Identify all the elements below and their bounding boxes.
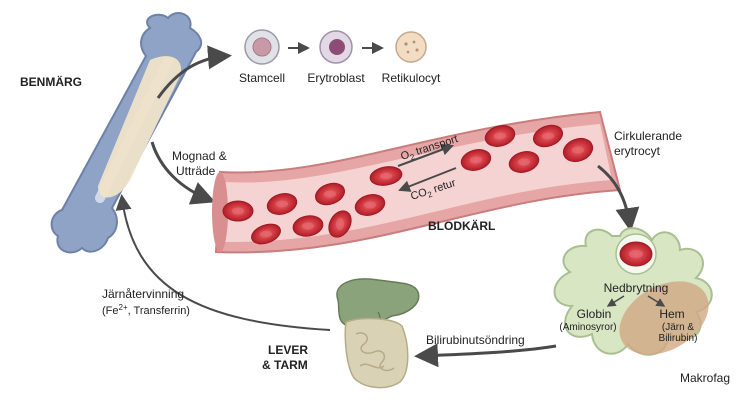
circulating-label-line1: Cirkulerande <box>614 129 682 143</box>
globin-sub-label: (Aminosyror) <box>559 322 616 333</box>
iron-recycling-label: Järnåtervinning <box>102 287 184 301</box>
red-blood-cell <box>369 166 403 186</box>
red-blood-cell <box>292 215 324 237</box>
arrow-co2-return <box>398 167 457 192</box>
liver-label-line1: LEVER <box>268 343 308 357</box>
macrophage-label: Makrofag <box>680 371 730 385</box>
stem-cell-icon <box>244 29 280 65</box>
red-blood-cell <box>508 151 540 173</box>
arrow-maturation-to-vessel <box>150 141 216 205</box>
red-blood-cell <box>328 210 352 238</box>
red-blood-cell <box>222 200 254 222</box>
bilirubin-excretion-label: Bilirubinutsöndring <box>426 333 525 347</box>
reticulocyte-label: Retikulocyt <box>382 71 441 85</box>
arrow-o2-transport <box>397 143 454 167</box>
red-blood-cell <box>562 137 594 163</box>
arrow-to-heme <box>647 295 666 307</box>
heme-label: Hem <box>659 307 684 321</box>
maturation-label-line2: Utträde <box>176 164 216 178</box>
engulfed-red-blood-cell <box>615 233 657 275</box>
erythroblast-icon <box>319 30 353 64</box>
iron-recycling-sub-label: (Fe2+, Transferrin) <box>102 303 190 317</box>
red-blood-cell <box>314 182 346 206</box>
circulating-label-line2: erytrocyt <box>614 144 661 158</box>
red-blood-cell <box>266 193 298 215</box>
macrophage-cell <box>553 227 713 356</box>
bone-marrow-region <box>98 56 182 198</box>
maturation-label-line1: Mognad & <box>172 149 227 163</box>
red-blood-cell <box>460 149 492 171</box>
globin-label: Globin <box>577 307 612 321</box>
red-blood-cell <box>354 194 386 216</box>
red-blood-cell <box>484 125 516 147</box>
bone-marrow-label: BENMÄRG <box>20 74 82 89</box>
stem-cell-label: Stamcell <box>239 71 285 85</box>
blood-vessel-label: BLODKÄRL <box>428 218 495 233</box>
arrow-vessel-to-macrophage <box>597 164 640 232</box>
intestine-icon <box>344 317 409 389</box>
reticulocyte-icon <box>395 31 427 63</box>
heme-sub-label-line1: (Järn & <box>662 322 695 333</box>
arrow-bilirubin-to-liver <box>414 343 557 368</box>
red-blood-cell <box>532 124 564 148</box>
erythroblast-label: Erytroblast <box>307 71 365 85</box>
arrow-iron-recycling <box>115 194 331 331</box>
arrow-bone-to-stemcell <box>156 45 232 99</box>
red-blood-cell <box>251 223 281 245</box>
arrow-to-globin <box>606 295 625 307</box>
heme-sub-label-line2: Bilirubin) <box>659 333 698 344</box>
liver-label-line2: & TARM <box>262 358 308 372</box>
red-blood-cells-group <box>222 124 594 245</box>
breakdown-label: Nedbrytning <box>604 281 669 295</box>
